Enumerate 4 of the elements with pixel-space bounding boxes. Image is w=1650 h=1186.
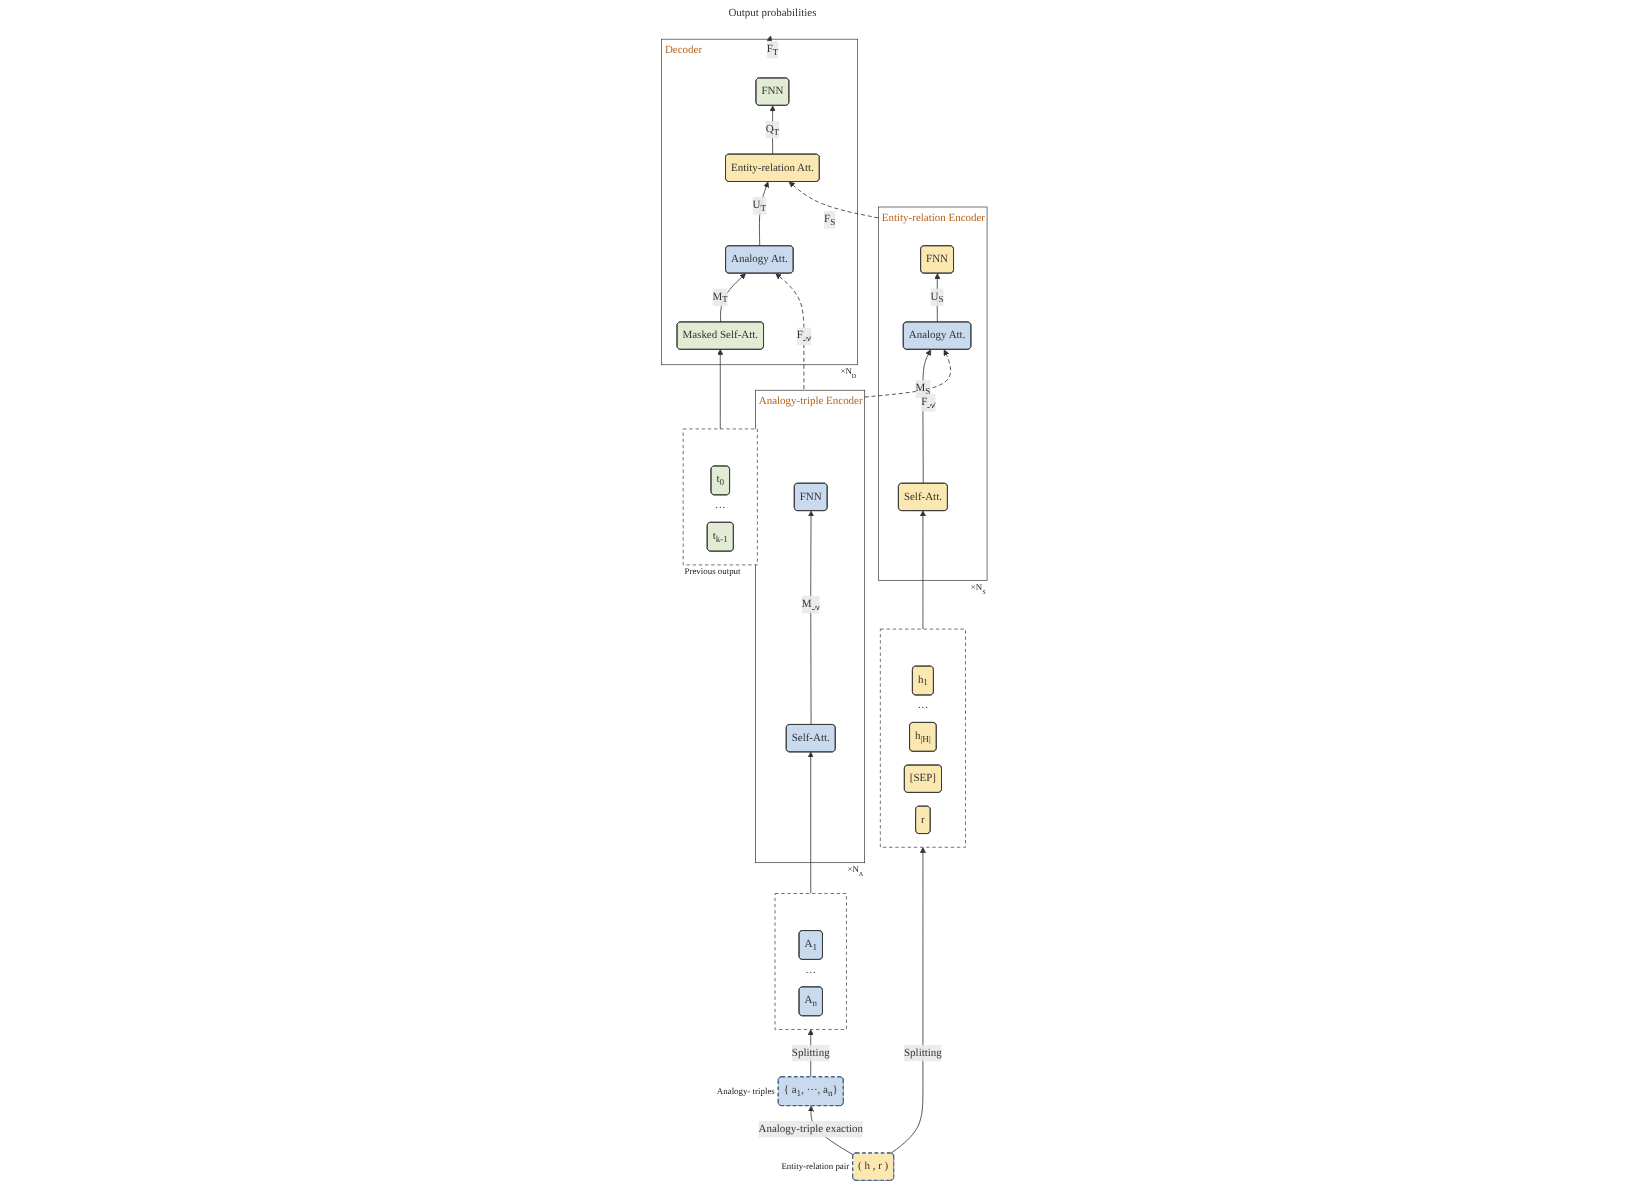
cluster: [683, 428, 759, 566]
cluster: [880, 628, 967, 848]
arrow: [767, 35, 774, 43]
cluster: [775, 893, 848, 1030]
